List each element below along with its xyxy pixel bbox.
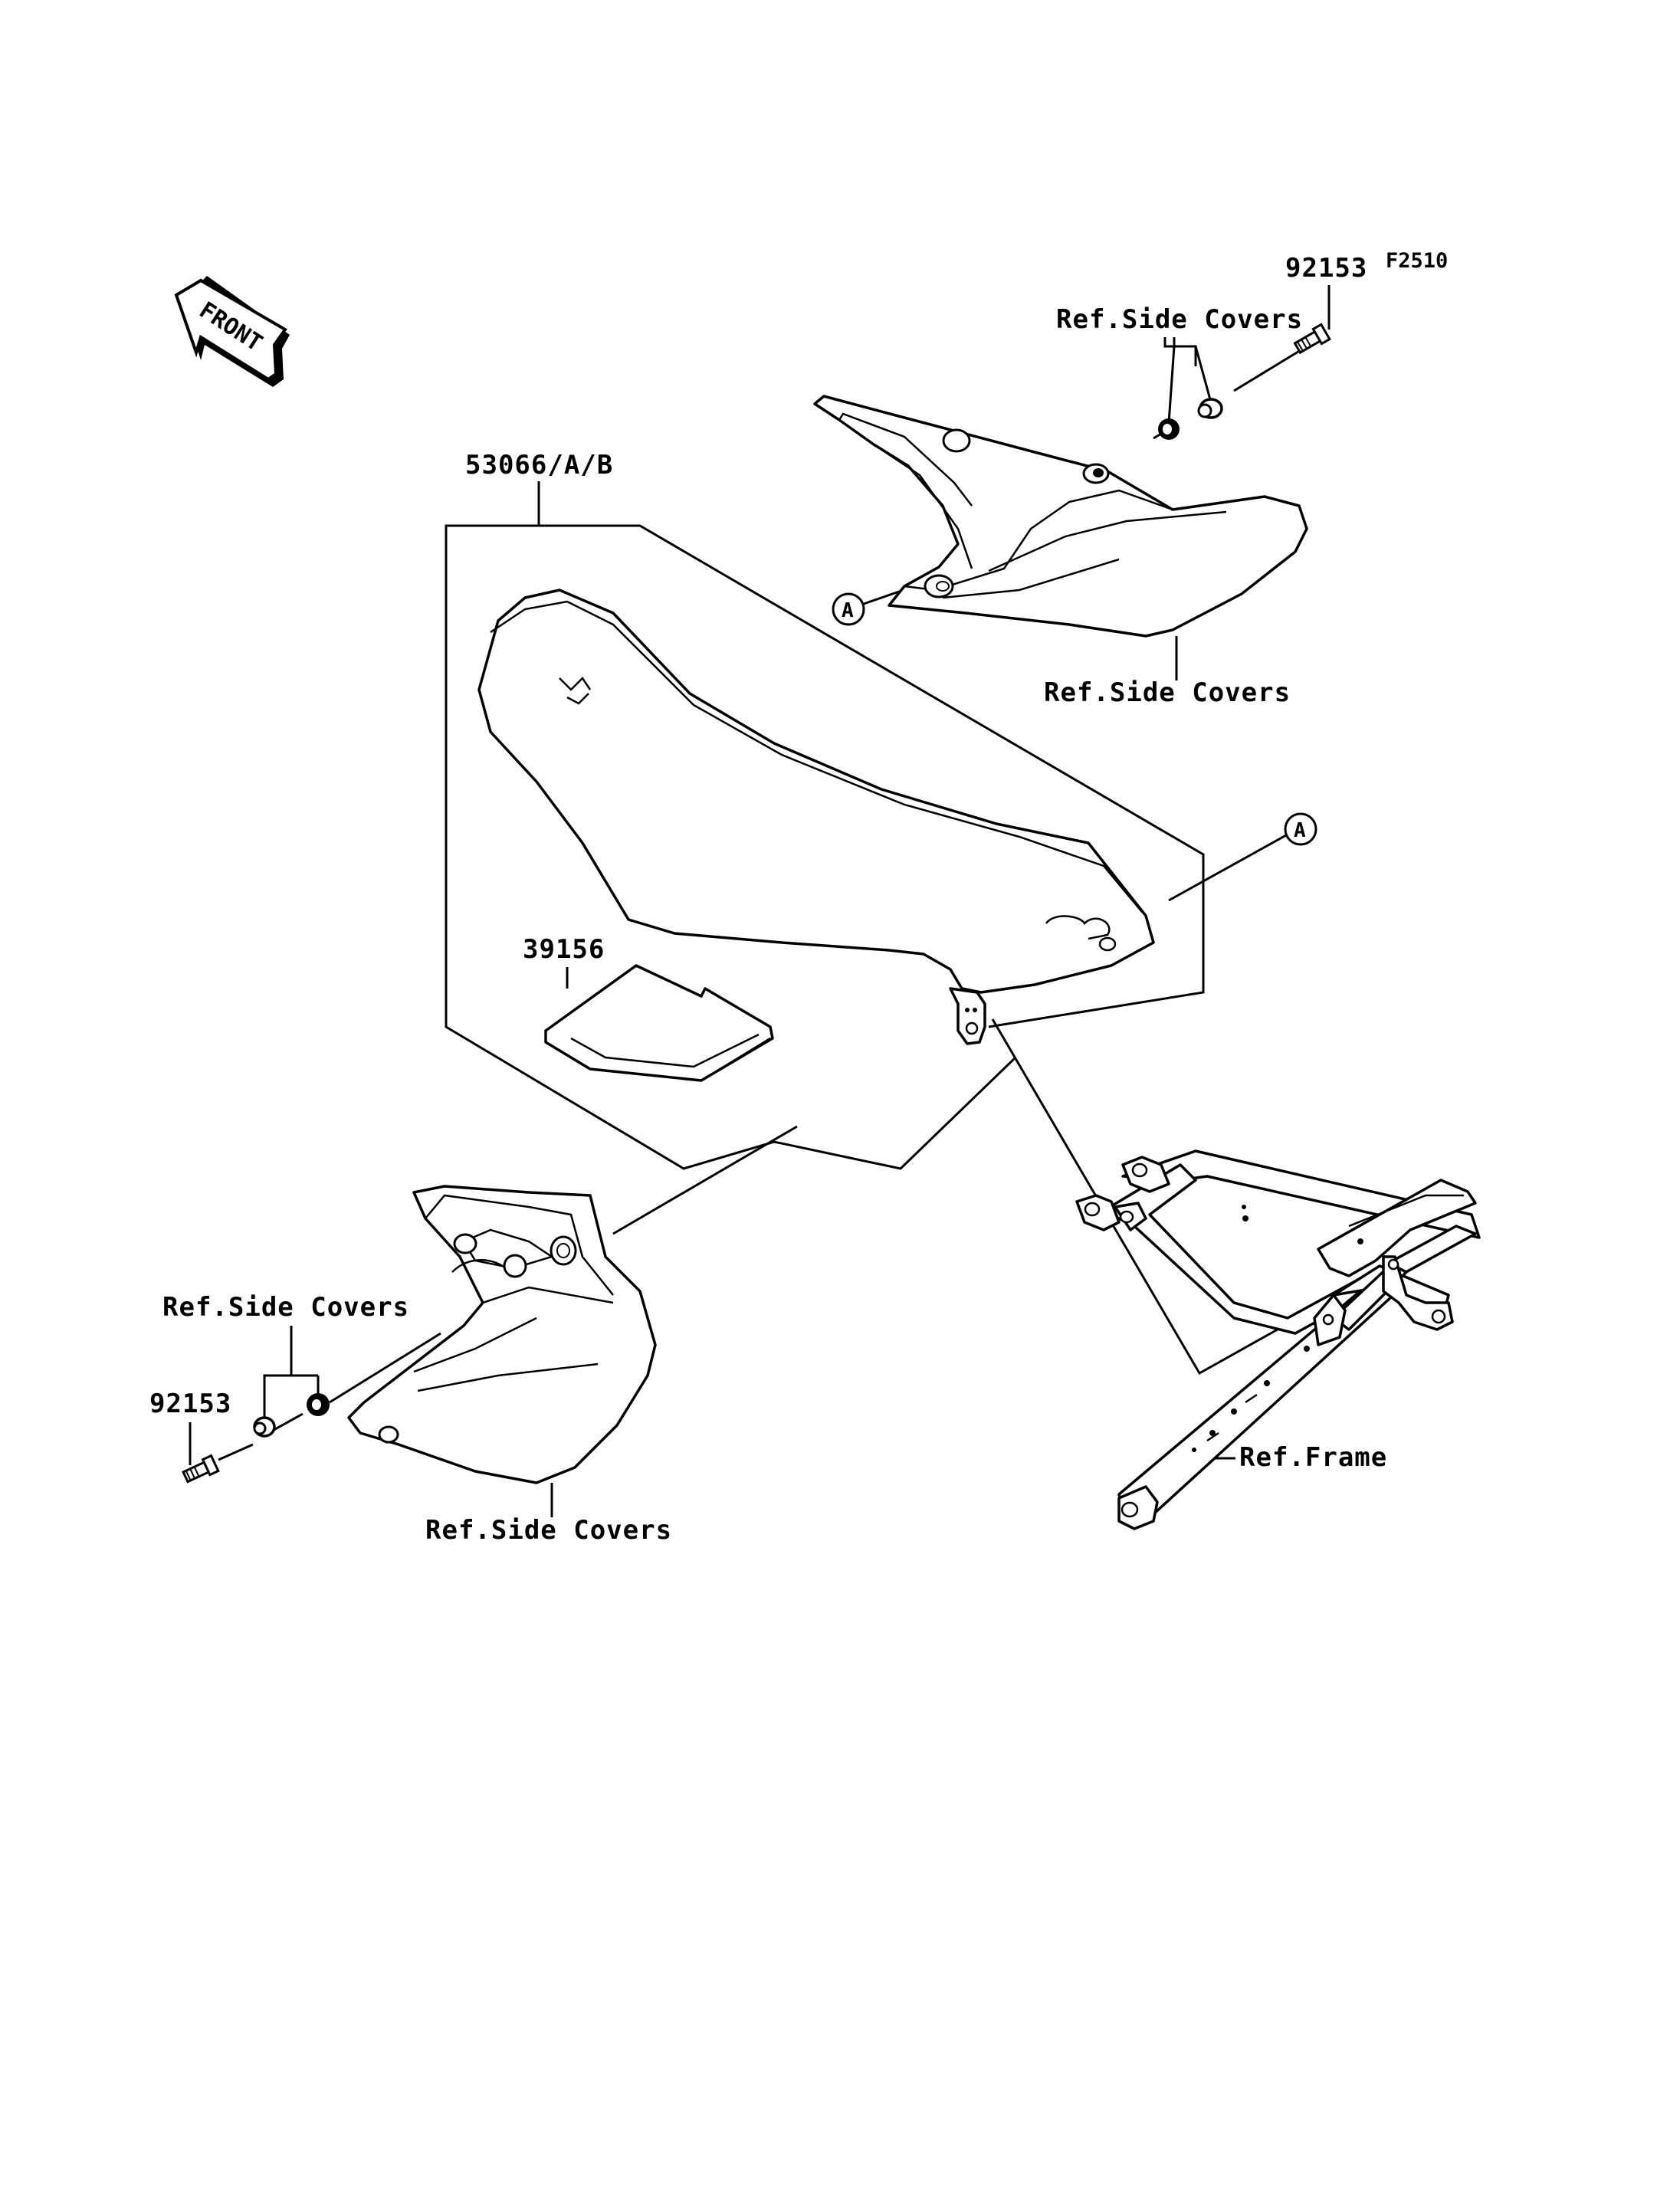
side-cover-left-lower [347, 1185, 657, 1484]
ref-side-covers-bottom-upper: Ref.Side Covers [162, 1292, 409, 1323]
ref-side-covers-top-upper: Ref.Side Covers [1056, 304, 1303, 335]
front-arrow-icon: FRONT [174, 276, 290, 387]
side-cover-right-upper [813, 395, 1308, 638]
seat-part-number: 53066/A/B [465, 450, 613, 480]
bolt-part-number-top: 92153 [1285, 253, 1367, 284]
seat-base-part-number: 39156 [523, 934, 605, 965]
callout-a-right: A [1284, 812, 1317, 846]
washer-bottom-icon [307, 1393, 330, 1416]
seat-base-pad [544, 964, 774, 1082]
callout-a-top: A [832, 592, 865, 626]
bolt-top-icon [1293, 323, 1331, 355]
bolt-bottom-icon [182, 1454, 220, 1484]
leader-lines [189, 285, 1331, 1517]
washer-top-icon [1158, 418, 1180, 440]
grommet-top-icon [1197, 398, 1223, 419]
svg-text:A: A [842, 599, 854, 622]
svg-text:A: A [1294, 819, 1306, 842]
diagram-code: F2510 [1386, 249, 1448, 273]
ref-side-covers-top-lower: Ref.Side Covers [1044, 677, 1291, 708]
rear-frame [1075, 1149, 1481, 1530]
ref-frame-label: Ref.Frame [1239, 1442, 1387, 1473]
grommet-bottom-icon [253, 1416, 276, 1438]
bolt-part-number-bottom: 92153 [149, 1389, 231, 1419]
ref-side-covers-bottom-lower: Ref.Side Covers [425, 1515, 672, 1546]
seat-assembly [477, 589, 1155, 1045]
